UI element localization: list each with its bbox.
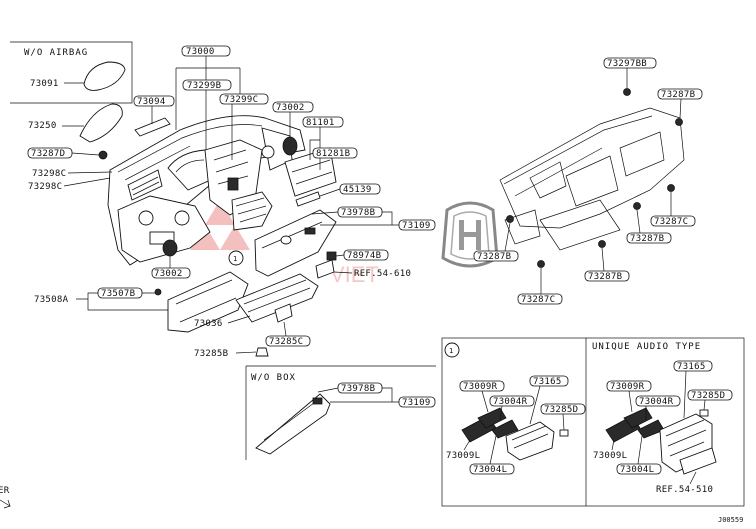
label-73285B: 73285B: [194, 349, 228, 359]
label-73036: 73036: [194, 319, 223, 329]
label-45139: 45139: [343, 185, 372, 195]
diagram-id: J00559: [718, 516, 743, 524]
detail-label-73285D: 73285D: [544, 405, 578, 415]
label-73298C-b: 73298C: [28, 182, 62, 192]
dial-73002-lower: [162, 239, 178, 257]
watermark-text-b: VIET: [330, 262, 379, 287]
label-73287B-3: 73287B: [477, 252, 511, 262]
wo-box-panel: [255, 393, 331, 455]
label-73299B: 73299B: [187, 81, 221, 91]
clip-73285B: [255, 347, 269, 357]
detail-label-73009R: 73009R: [463, 382, 498, 392]
detail-label-73004L: 73004L: [473, 465, 507, 475]
label-73508A: 73508A: [34, 295, 69, 305]
label-73000: 73000: [186, 47, 215, 57]
label-ref-54-510: REF.54-510: [656, 485, 713, 495]
vent-bezel: [231, 191, 273, 231]
wo-box-group: W/O BOX 73978B 73109: [245, 365, 436, 460]
unique-label-73004R: 73004R: [639, 397, 674, 407]
label-73287B-2: 73287B: [630, 234, 664, 244]
part-73094: [134, 117, 171, 137]
detail-label-73165: 73165: [533, 377, 562, 387]
lid-73091: [83, 61, 126, 91]
part-45139: [295, 191, 321, 207]
unique-label-73009L: 73009L: [593, 451, 627, 461]
label-73002-top: 73002: [276, 103, 305, 113]
label-73978B-b: 73978B: [341, 384, 375, 394]
label-73507B: 73507B: [101, 289, 135, 299]
label-73287D: 73287D: [31, 149, 65, 159]
label-73287C-1: 73287C: [654, 217, 688, 227]
front-arrow-icon: [0, 499, 11, 509]
label-73250: 73250: [28, 121, 57, 131]
label-73109-a: 73109: [402, 221, 431, 231]
label-81101: 81101: [306, 118, 335, 128]
glovebox-73508A: [154, 271, 249, 333]
label-ref-54-610: REF.54-610: [354, 269, 411, 279]
part-78974B: [326, 251, 337, 261]
wo-airbag-title: W/O AIRBAG: [24, 48, 88, 58]
unique-audio-title: UNIQUE AUDIO TYPE: [592, 342, 701, 352]
right-dashboard: [499, 88, 685, 268]
screw-73287D: [98, 150, 108, 160]
label-73094: 73094: [137, 97, 166, 107]
label-73299C: 73299C: [224, 95, 258, 105]
label-73297BB: 73297BB: [607, 59, 647, 69]
callout-marker: [228, 250, 244, 266]
label-73002-lower: 73002: [154, 269, 183, 279]
unique-label-73285D: 73285D: [691, 391, 725, 401]
unique-label-73165: 73165: [677, 362, 706, 372]
edge-fragment: ER: [0, 486, 10, 496]
label-73978B: 73978B: [341, 208, 375, 218]
detail-callout-text: 1: [449, 347, 453, 355]
label-78974B: 78974B: [347, 251, 381, 261]
dial-73002-top: [282, 136, 298, 156]
part-73250: [79, 103, 123, 143]
label-73091: 73091: [30, 79, 59, 89]
tray-73036: [235, 273, 319, 323]
label-73287C-2: 73287C: [521, 295, 555, 305]
label-73285C: 73285C: [269, 337, 303, 347]
label-73109-b: 73109: [402, 398, 431, 408]
wo-airbag-group: W/O AIRBAG 73091: [10, 41, 133, 104]
detail-label-73004R: 73004R: [493, 397, 528, 407]
label-73287B-4: 73287B: [588, 272, 622, 282]
label-81281B: 81281B: [316, 149, 350, 159]
label-73298C-a: 73298C: [32, 169, 66, 179]
wo-box-title: W/O BOX: [251, 373, 296, 383]
unique-label-73009R: 73009R: [610, 382, 645, 392]
unique-label-73004L: 73004L: [620, 465, 654, 475]
detail-label-73009L: 73009L: [446, 451, 480, 461]
label-73287B-1: 73287B: [661, 90, 695, 100]
callout-marker-text: 1: [233, 255, 237, 263]
detail-box: 1 UNIQUE AUDIO TYPE 73009R 73165 73004R …: [441, 337, 745, 507]
panel-73109: [254, 209, 337, 277]
